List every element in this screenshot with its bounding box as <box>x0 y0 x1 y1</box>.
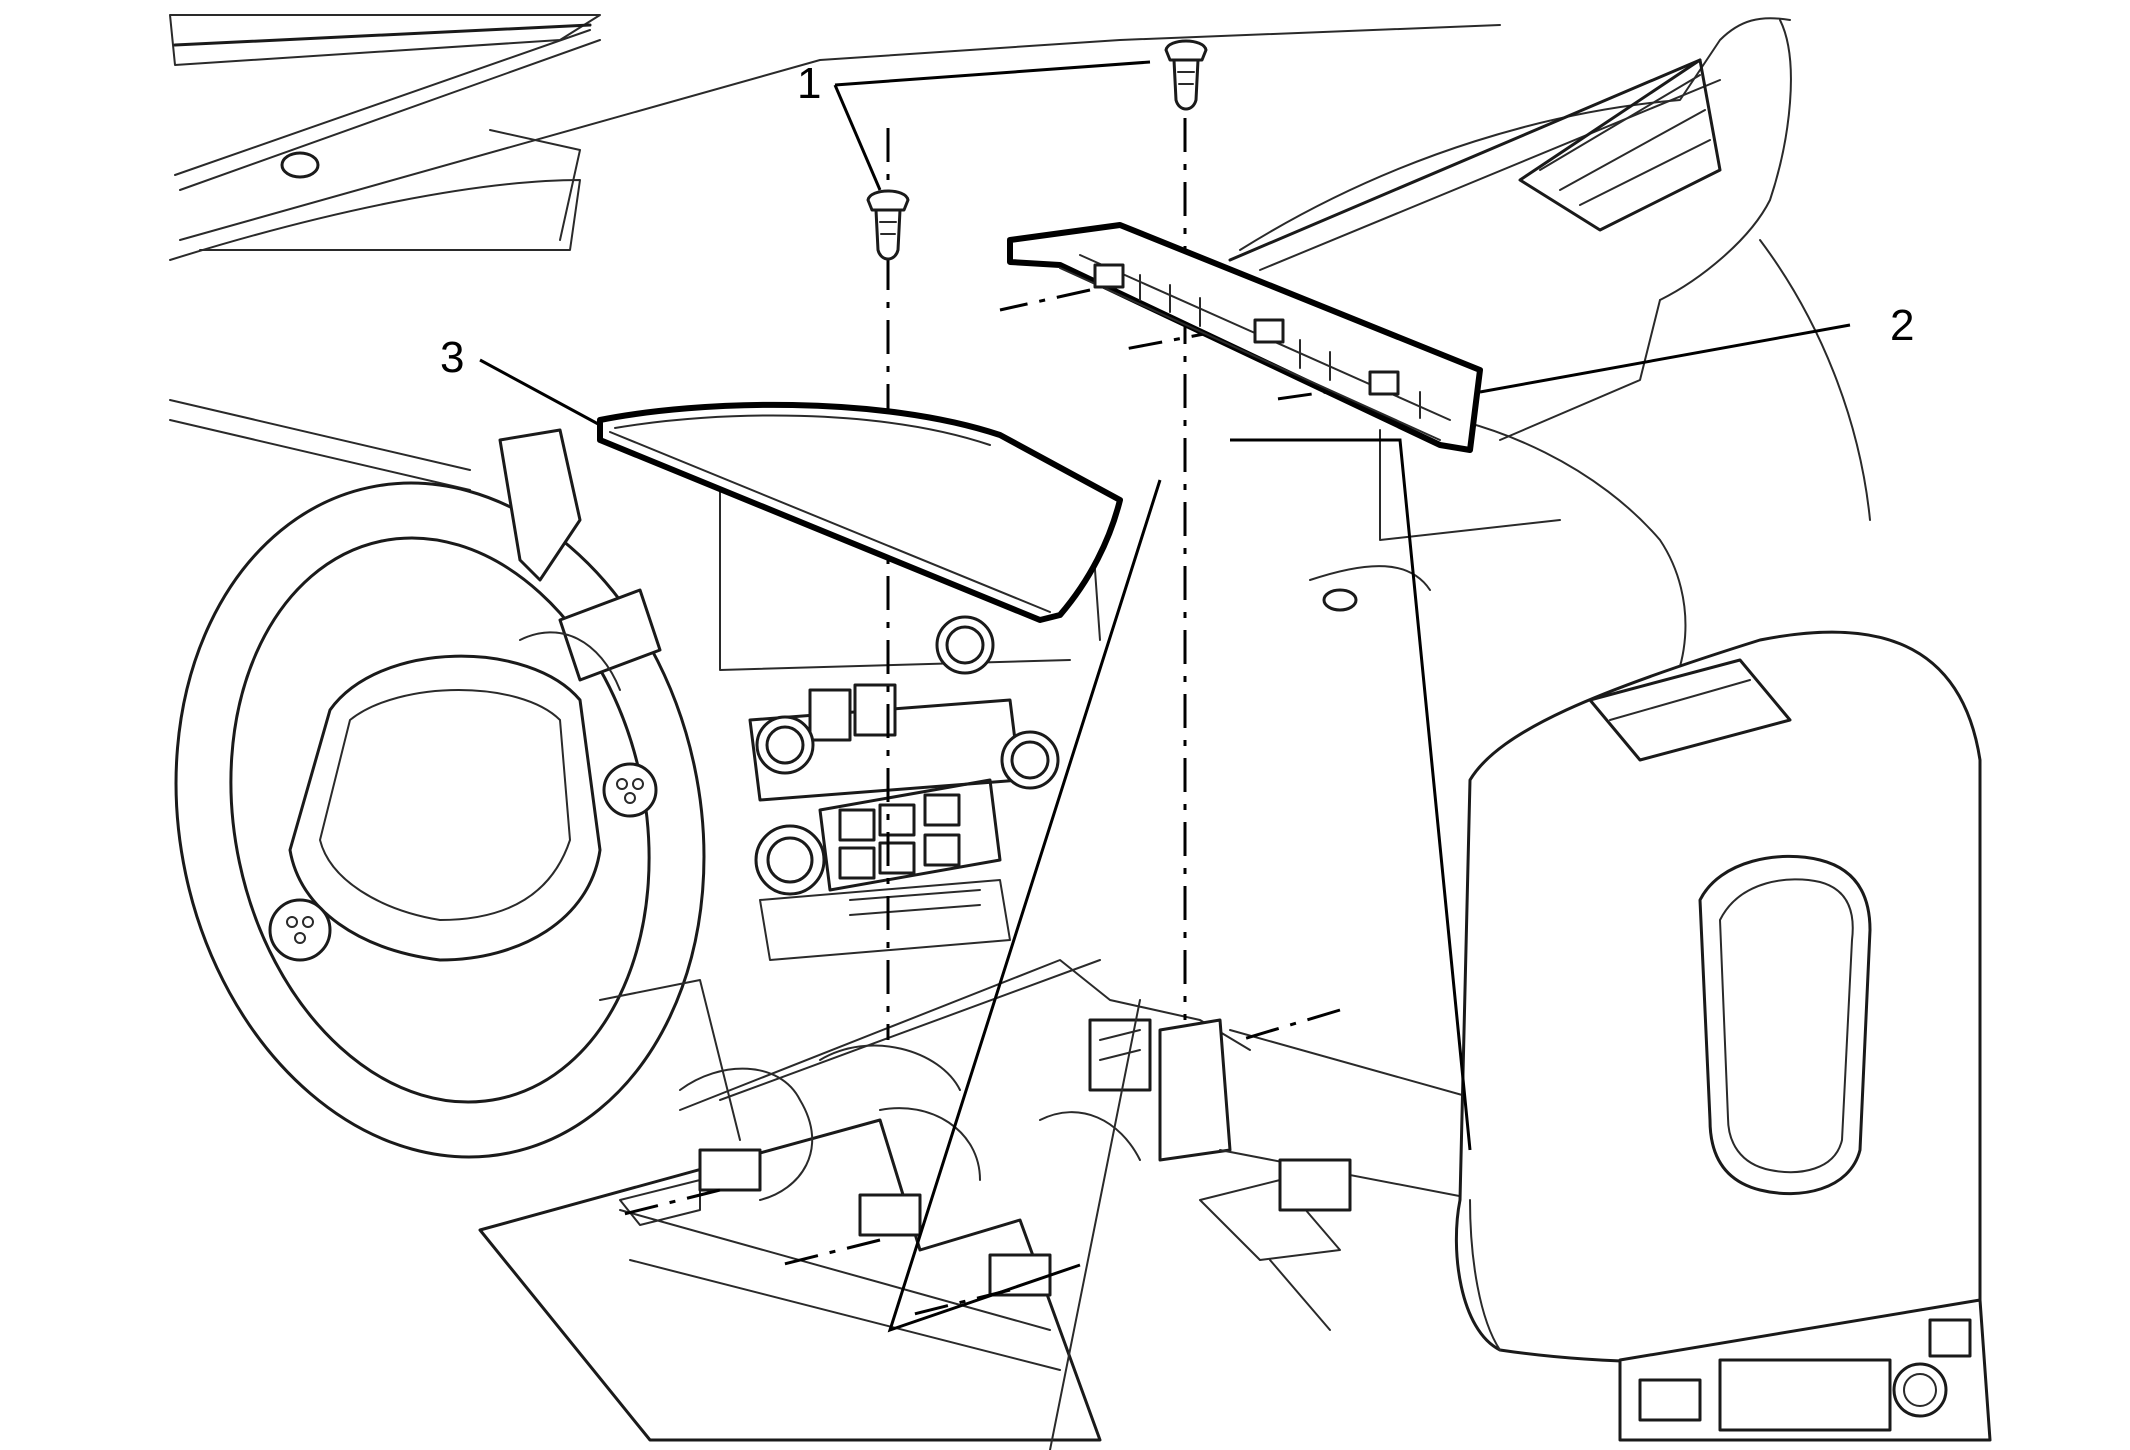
console-lid <box>1454 630 1982 1364</box>
part-3-trim-panel <box>597 401 1123 623</box>
alignment-lines <box>619 118 1376 1317</box>
rear-climate-panel <box>1618 1298 1992 1442</box>
callout-2-label: 2 <box>1890 301 1914 350</box>
steering-wheel <box>174 428 741 1159</box>
part-1-retainer-left <box>866 189 910 261</box>
view-frame-lines <box>887 438 1472 1333</box>
center-console-base <box>478 959 1481 1442</box>
part-1-retainer-right <box>1164 39 1208 111</box>
callout-1-label: 1 <box>797 59 821 108</box>
part-2-trim-panel <box>1007 222 1483 453</box>
callout-3-label: 3 <box>440 333 464 382</box>
lower-console-panel <box>1049 999 1141 1450</box>
upper-dash-outline <box>169 14 1501 491</box>
callout-leaders <box>479 60 1851 427</box>
